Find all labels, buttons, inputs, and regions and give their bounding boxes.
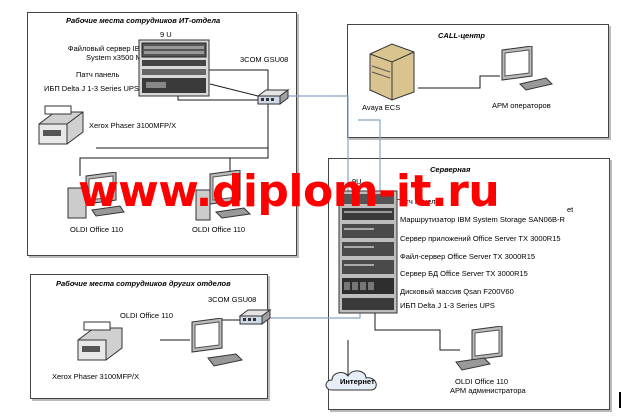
server-rack-height: 9U [352, 177, 362, 186]
watermark-text: www.diplom-it.ru [78, 166, 500, 217]
internet-cloud-icon [325, 370, 377, 391]
it-pc1-label: OLDI Office 110 [70, 225, 124, 234]
other-printer-label: Xerox Phaser 3100MFP/X [52, 372, 140, 381]
admin-pc-icon [455, 326, 503, 371]
it-ups-label: ИБП Delta J 1-3 Series UPS [44, 84, 139, 93]
operators-label: АРМ операторов [492, 101, 551, 110]
other-pc-icon [191, 318, 244, 367]
admin-role-label: АРМ администратора [450, 386, 526, 395]
call-center-title: CALL-центр [438, 31, 486, 40]
server-ups-label: ИБП Delta J 1-3 Series UPS [400, 301, 495, 310]
it-rack-height: 9 U [160, 30, 172, 39]
app-server-label: Сервер приложений Office Server TX 3000R… [400, 234, 561, 243]
server-patch-panel-label: Патч панель [396, 197, 440, 206]
it-server-rack-icon [138, 39, 210, 97]
avaya-label: Avaya ECS [362, 103, 401, 112]
other-pc-label: OLDI Office 110 [120, 311, 174, 320]
it-pc2-label: OLDI Office 110 [192, 225, 246, 234]
right-edge-marker [619, 392, 621, 408]
operators-pc-icon [501, 46, 553, 91]
admin-pc-label: OLDI Office 110 [455, 377, 509, 386]
disk-array-label: Дисковый массив Qsan F200V60 [400, 287, 514, 296]
other-depts-title: Рабочие места сотрудников других отделов [56, 279, 231, 288]
it-dept-title: Рабочие места сотрудников ИТ-отдела [66, 16, 221, 25]
it-patch-panel-label: Патч панель [76, 70, 120, 79]
it-pc2-icon [195, 170, 252, 221]
it-switch-icon [256, 89, 290, 105]
other-switch-label: 3COM GSU08 [208, 295, 257, 304]
it-file-server-label: Файловый сервер IBM System x3500 M3 [67, 44, 146, 62]
other-depts-box [30, 274, 268, 399]
internet-label: Интернет [340, 377, 375, 386]
server-room-title: Серверная [430, 165, 471, 174]
server-extra-label: et [567, 205, 574, 214]
it-printer-label: Xerox Phaser 3100MFP/X [89, 121, 177, 130]
it-printer-icon [38, 105, 84, 145]
db-server-label: Сервер БД Office Server TX 3000R15 [400, 269, 528, 278]
server-rack-icon [338, 190, 398, 314]
other-switch-icon [238, 309, 272, 325]
it-pc1-icon [67, 172, 125, 219]
router-label: Маршрутизатор IBM System Storage SAN06B-… [400, 215, 565, 224]
file-server-label: Файл-сервер Office Server TX 3000R15 [400, 252, 536, 261]
it-switch-label: 3COM GSU08 [240, 55, 289, 64]
other-printer-icon [77, 321, 123, 361]
avaya-server-icon [369, 43, 415, 101]
